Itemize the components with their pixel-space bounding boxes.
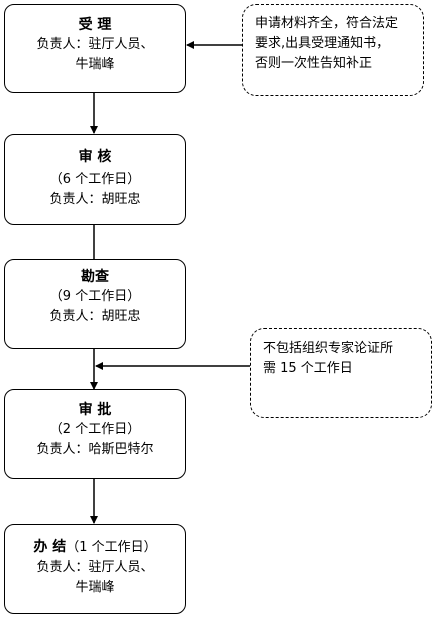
step-finish-detail-1: 负责人：驻厅人员、	[36, 560, 154, 575]
step-accept-detail-2: 牛瑞峰	[75, 57, 115, 72]
step-review-detail-2: 负责人：胡旺忠	[49, 192, 141, 207]
step-approve-title: 审 批	[78, 402, 112, 418]
step-finish-days: （1 个工作日）	[66, 540, 157, 555]
step-finish-detail-2: 牛瑞峰	[75, 580, 115, 595]
step-finish-title: 办 结	[33, 539, 67, 555]
step-survey-detail-1: （9 个工作日）	[49, 289, 141, 304]
step-survey-detail-2: 负责人：胡旺忠	[49, 309, 141, 324]
note-accept-line-3: 否则一次性告知补正	[255, 56, 373, 71]
step-survey-box: 勘查 （9 个工作日） 负责人：胡旺忠	[4, 259, 186, 349]
step-approve-box: 审 批 （2 个工作日） 负责人：哈斯巴特尔	[4, 389, 186, 479]
note-expert-review: 不包括组织专家论证所 需 15 个工作日	[250, 328, 432, 418]
step-finish-heading: 办 结（1 个工作日）	[5, 537, 185, 558]
note-accept-line-1: 申请材料齐全，符合法定	[255, 16, 399, 31]
step-survey-title: 勘查	[81, 269, 109, 285]
step-review-title: 审 核	[78, 149, 112, 165]
note-expert-line-2: 需 15 个工作日	[263, 361, 353, 376]
step-finish-box: 办 结（1 个工作日） 负责人：驻厅人员、 牛瑞峰	[4, 524, 186, 614]
step-accept-detail-1: 负责人：驻厅人员、	[36, 37, 154, 52]
step-approve-detail-2: 负责人：哈斯巴特尔	[36, 442, 154, 457]
step-review-box: 审 核 （6 个工作日） 负责人：胡旺忠	[4, 134, 186, 225]
note-accept-conditions: 申请材料齐全，符合法定 要求,出具受理通知书， 否则一次性告知补正	[242, 4, 424, 96]
step-accept-box: 受 理 负责人：驻厅人员、 牛瑞峰	[4, 4, 186, 93]
step-review-detail-1: （6 个工作日）	[49, 172, 141, 187]
step-accept-title: 受 理	[78, 17, 112, 33]
note-accept-line-2: 要求,出具受理通知书，	[255, 36, 390, 51]
note-expert-line-1: 不包括组织专家论证所	[263, 341, 394, 356]
step-approve-detail-1: （2 个工作日）	[49, 422, 141, 437]
